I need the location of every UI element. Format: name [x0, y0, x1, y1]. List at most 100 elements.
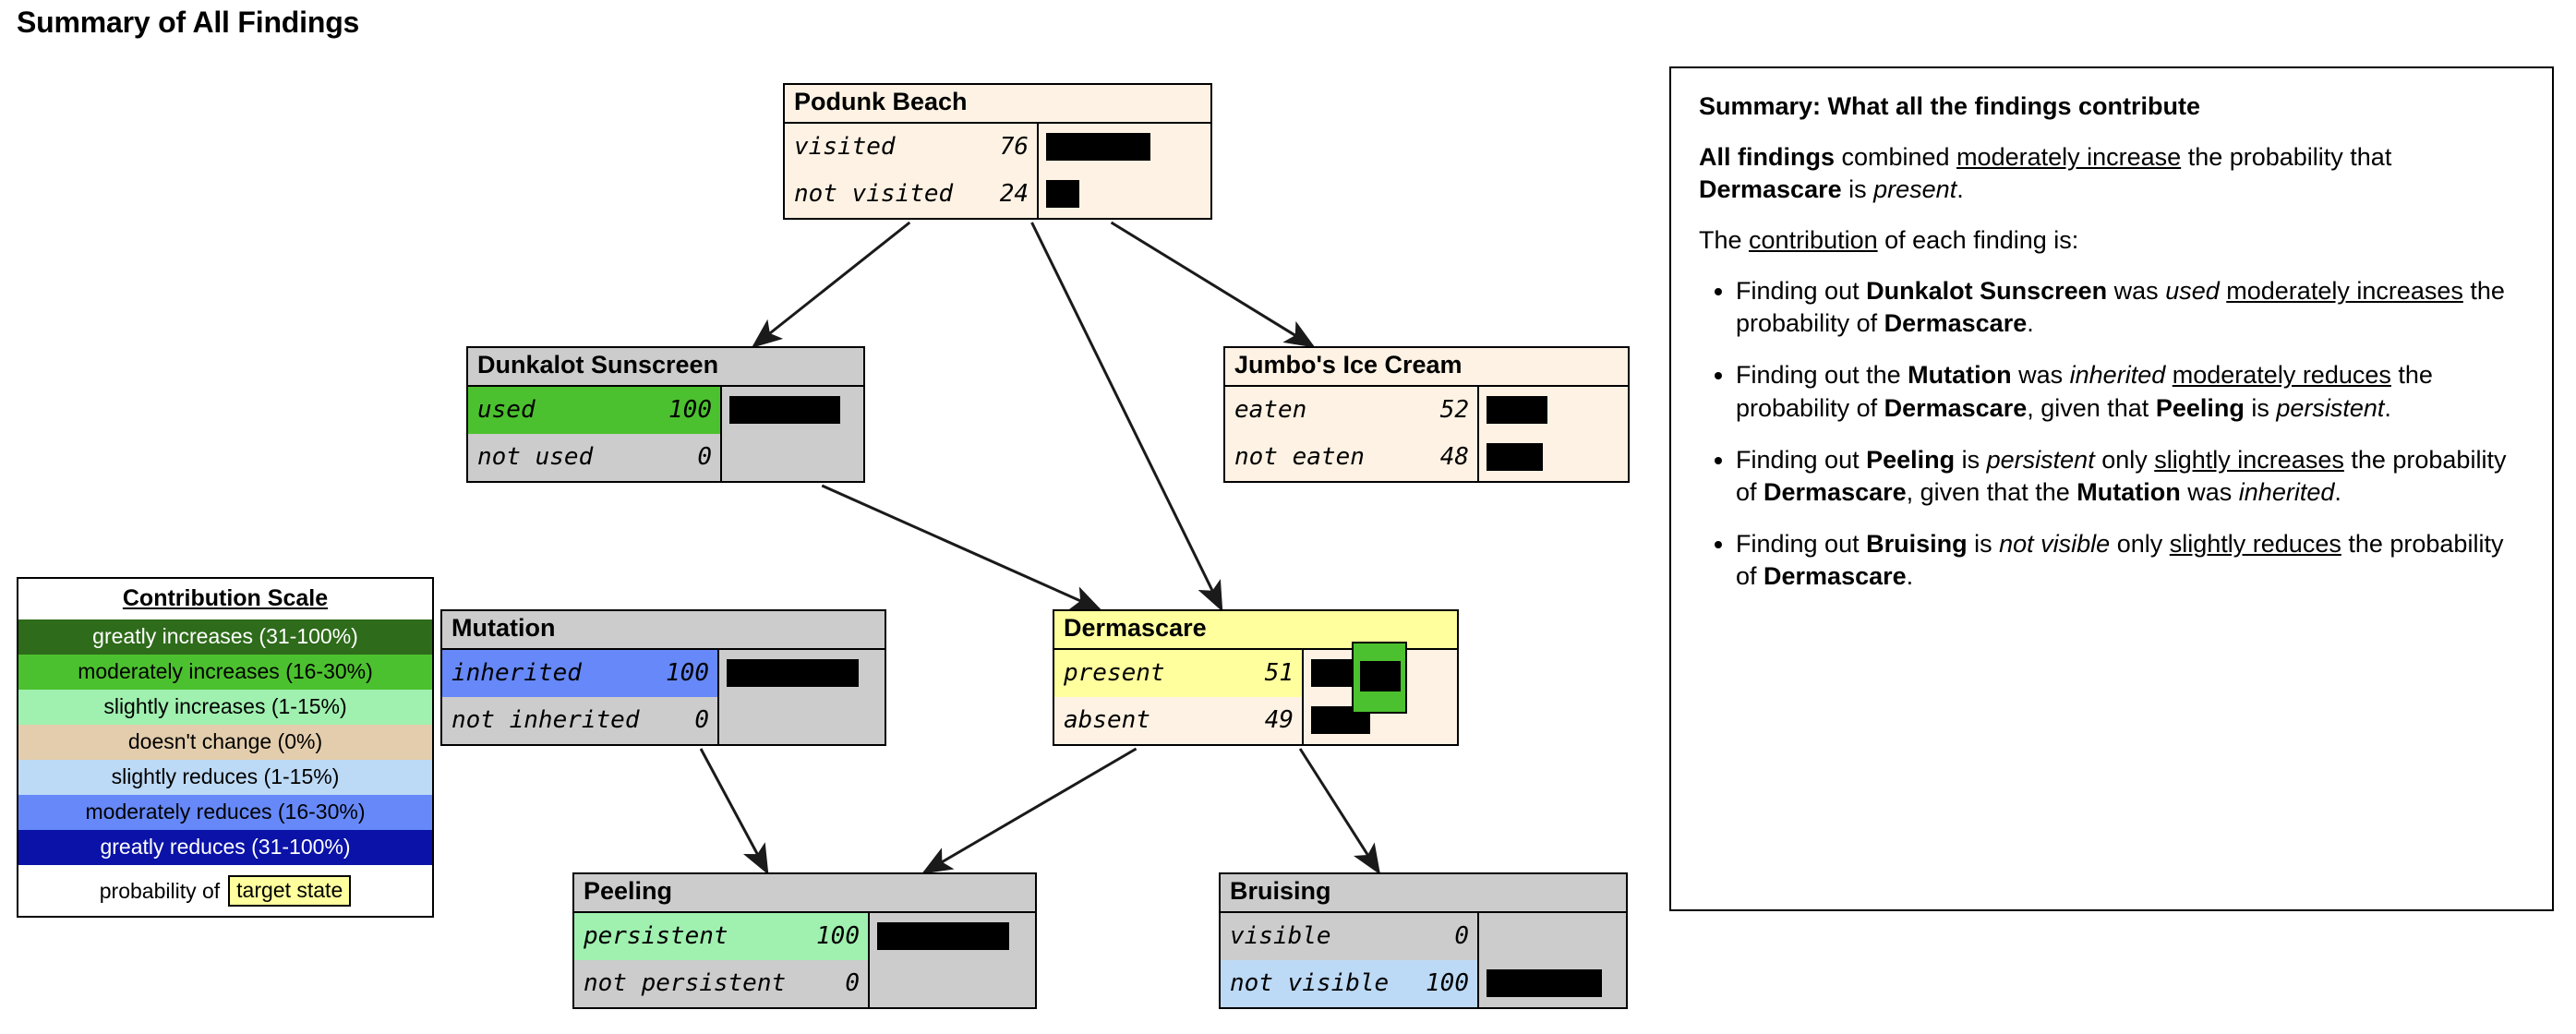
- row-label-cell: visible 0: [1221, 912, 1479, 960]
- legend-band: greatly reduces (31-100%): [18, 830, 432, 865]
- node-peeling[interactable]: Peeling persistent 100 not persistent 0: [572, 872, 1037, 1009]
- row-state: persistent: [584, 922, 728, 951]
- node-row[interactable]: persistent 100: [574, 912, 1035, 960]
- row-state: eaten: [1234, 396, 1307, 425]
- row-bar-cell: [1479, 434, 1628, 481]
- legend-title: Contribution Scale: [122, 585, 329, 611]
- row-value: 48: [1439, 443, 1469, 472]
- node-row[interactable]: not eaten 48: [1225, 433, 1628, 481]
- contribution-marker-bar: [1360, 660, 1401, 691]
- edge-dermascare-to-peeling: [921, 747, 1138, 874]
- legend-target-state-swatch: target state: [228, 875, 352, 907]
- node-title-jumbos-ice-cream: Jumbo's Ice Cream: [1225, 348, 1628, 387]
- row-value: 0: [845, 969, 860, 998]
- row-value: 0: [694, 706, 709, 735]
- probability-bar: [877, 922, 1009, 951]
- row-value: 0: [1454, 922, 1469, 951]
- edge-mutation-to-peeling: [699, 748, 769, 875]
- node-row[interactable]: not persistent 0: [574, 959, 1035, 1007]
- summary-lead: The contribution of each finding is:: [1699, 226, 2079, 255]
- node-title-podunk-beach: Podunk Beach: [785, 85, 1210, 124]
- row-state: inherited: [451, 659, 582, 688]
- edge-dunkalot-sunscreen-to-dermascare: [821, 484, 1102, 611]
- edge-dermascare-to-bruising: [1298, 748, 1381, 875]
- row-bar-cell: [1479, 913, 1626, 960]
- row-state: absent: [1064, 706, 1150, 735]
- row-state: used: [477, 396, 536, 425]
- row-value: 49: [1264, 706, 1294, 735]
- row-bar-cell: [1479, 387, 1628, 434]
- probability-bar: [1046, 180, 1079, 209]
- node-title-peeling: Peeling: [574, 874, 1035, 913]
- node-title-bruising: Bruising: [1221, 874, 1626, 913]
- row-state: visible: [1230, 922, 1331, 951]
- summary-intro: All findings combined moderately increas…: [1699, 143, 2392, 204]
- row-bar-cell: [719, 697, 885, 744]
- node-row[interactable]: visible 0: [1221, 912, 1626, 960]
- row-bar-cell: [870, 960, 1035, 1007]
- legend-band: slightly reduces (1-15%): [18, 760, 432, 795]
- row-state: not eaten: [1234, 443, 1365, 472]
- row-label-cell: not eaten 48: [1225, 433, 1479, 481]
- row-label-cell: absent 49: [1054, 696, 1304, 744]
- node-body-peeling: persistent 100 not persistent 0: [574, 912, 1035, 1007]
- edge-podunk-beach-to-dermascare: [1030, 222, 1223, 612]
- row-state: visited: [794, 133, 896, 162]
- node-title-dunkalot-sunscreen: Dunkalot Sunscreen: [468, 348, 863, 387]
- row-value: 100: [668, 396, 712, 425]
- summary-bullet: Finding out Peeling is persistent only s…: [1736, 444, 2524, 509]
- row-value: 100: [816, 922, 860, 951]
- probability-bar: [1487, 443, 1543, 472]
- summary-bullet: Finding out Dunkalot Sunscreen was used …: [1736, 275, 2524, 340]
- probability-bar: [729, 396, 840, 425]
- node-row[interactable]: used 100: [468, 386, 863, 434]
- row-label-cell: not persistent 0: [574, 959, 870, 1007]
- summary-bullet-list: Finding out Dunkalot Sunscreen was used …: [1699, 275, 2524, 593]
- row-bar-cell: [1479, 960, 1626, 1007]
- row-state: not used: [477, 443, 594, 472]
- probability-bar: [1487, 969, 1602, 998]
- legend-band: doesn't change (0%): [18, 725, 432, 760]
- legend-footer-text: probability of: [99, 878, 221, 903]
- row-state: not visible: [1230, 969, 1390, 998]
- row-value: 51: [1264, 659, 1294, 688]
- row-bar-cell: [719, 650, 885, 697]
- page-title: Summary of All Findings: [17, 6, 360, 39]
- node-row[interactable]: inherited 100: [442, 649, 885, 697]
- row-value: 100: [666, 659, 709, 688]
- legend-band: moderately increases (16-30%): [18, 655, 432, 690]
- summary-panel: Summary: What all the findings contribut…: [1669, 66, 2554, 911]
- row-bar-cell: [870, 913, 1035, 960]
- legend-bands: greatly increases (31-100%)moderately in…: [18, 619, 432, 865]
- summary-bullet: Finding out Bruising is not visible only…: [1736, 528, 2524, 593]
- row-bar-cell: [722, 434, 863, 481]
- row-bar-cell: [1039, 124, 1210, 171]
- row-state: not persistent: [584, 969, 787, 998]
- probability-bar: [727, 659, 859, 688]
- row-label-cell: used 100: [468, 386, 722, 434]
- row-label-cell: persistent 100: [574, 912, 870, 960]
